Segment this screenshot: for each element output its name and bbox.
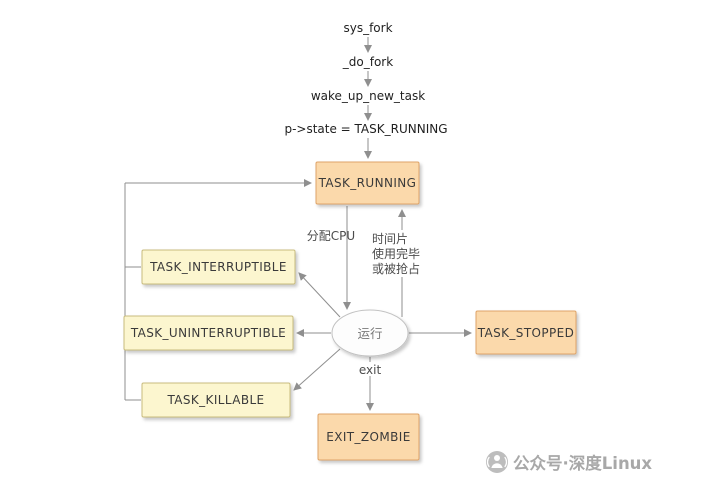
node-label-running-state: 运行 bbox=[357, 326, 382, 341]
node-running-state: 运行 bbox=[331, 309, 409, 357]
node-task-killable: TASK_KILLABLE bbox=[141, 382, 291, 418]
edge-label-timeslice-1: 时间片 bbox=[372, 232, 408, 246]
edge-label-exit: exit bbox=[359, 363, 382, 377]
flow-label-sys-fork: sys_fork bbox=[343, 21, 392, 35]
node-exit-zombie: EXIT_ZOMBIE bbox=[317, 413, 420, 461]
watermark-label: 公众号·深度Linux bbox=[513, 453, 652, 473]
node-label-task-interruptible: TASK_INTERRUPTIBLE bbox=[149, 260, 287, 274]
flow-label-do-fork: _do_fork bbox=[342, 55, 393, 69]
edge-label-timeslice-3: 或被抢占 bbox=[372, 261, 420, 276]
edge-running-to-killable bbox=[293, 348, 341, 391]
edge-label-bg-timeslice bbox=[368, 230, 428, 277]
flow-label-p-state: p->state = TASK_RUNNING bbox=[284, 122, 447, 136]
edge-label-bg-exit bbox=[355, 362, 387, 376]
edge-running-to-interruptible bbox=[298, 272, 341, 318]
watermark: 公众号·深度Linux bbox=[486, 451, 652, 473]
node-task-stopped: TASK_STOPPED bbox=[475, 310, 577, 355]
flow-label-wake-up-new-task: wake_up_new_task bbox=[311, 89, 425, 103]
node-label-task-killable: TASK_KILLABLE bbox=[166, 393, 264, 407]
node-task-running: TASK_RUNNING bbox=[315, 161, 420, 205]
node-task-interruptible: TASK_INTERRUPTIBLE bbox=[141, 249, 296, 285]
edge-label-timeslice-2: 使用完毕 bbox=[372, 246, 420, 261]
edge-label-allocate-cpu: 分配CPU bbox=[307, 229, 355, 243]
node-task-uninterruptible: TASK_UNINTERRUPTIBLE bbox=[123, 315, 294, 351]
wechat-official-account-icon bbox=[486, 451, 508, 473]
node-label-task-running: TASK_RUNNING bbox=[318, 176, 417, 190]
node-label-exit-zombie: EXIT_ZOMBIE bbox=[326, 430, 410, 444]
node-label-task-uninterruptible: TASK_UNINTERRUPTIBLE bbox=[130, 326, 286, 340]
node-label-task-stopped: TASK_STOPPED bbox=[477, 326, 575, 340]
